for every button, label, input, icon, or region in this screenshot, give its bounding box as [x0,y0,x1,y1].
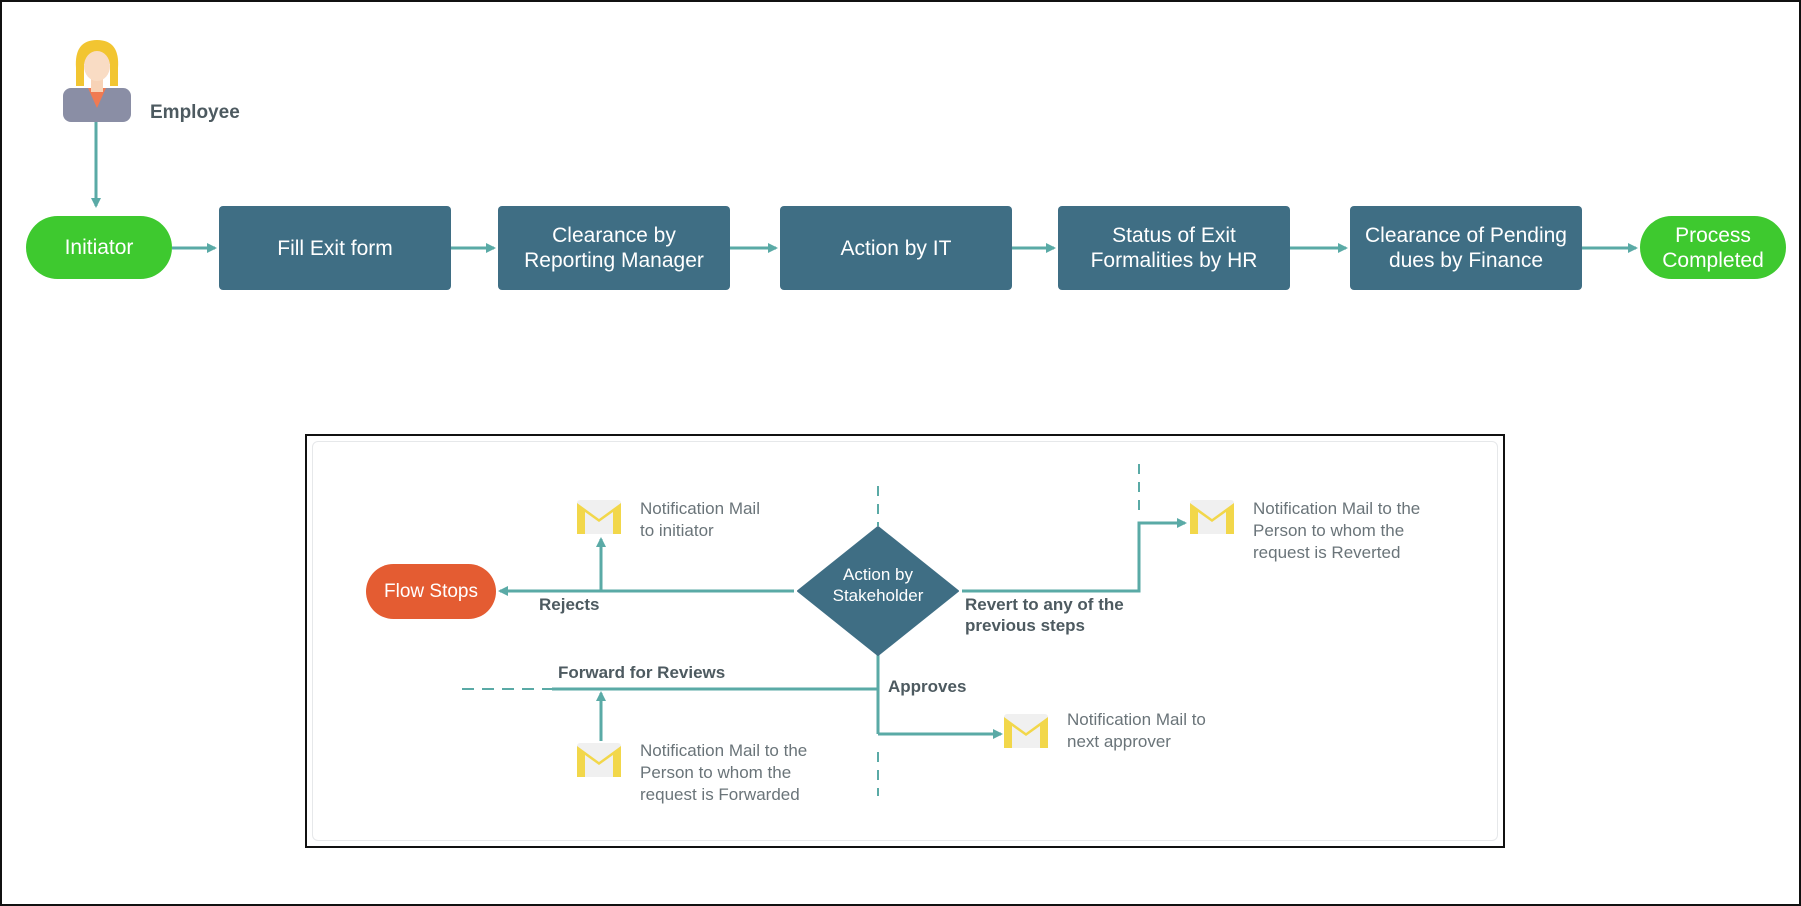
decision-connectors [462,464,1187,796]
note-next-approver: Notification Mail to next approver [1067,710,1206,751]
step-hr-formalities: Status of Exit Formalities by HR [1058,206,1290,290]
initiator-node: Initiator [26,216,172,279]
note-reverted: Notification Mail to the Person to whom … [1253,499,1421,562]
rejects-label: Rejects [539,595,600,614]
decision-diamond [797,526,959,656]
note-initiator: Notification Mail to initiator [640,499,760,540]
step-reporting-manager: Clearance by Reporting Manager [498,206,730,290]
process-completed-node: Process Completed [1640,216,1786,279]
main-flow-connectors [91,122,1638,253]
stakeholder-action-panel: Action by Stakeholder Flow Stops Rejects… [305,434,1505,848]
mail-icon [577,743,621,777]
mail-icon [1004,714,1048,748]
approves-label: Approves [888,677,967,696]
flow-stops-node: Flow Stops [366,564,496,619]
forward-label: Forward for Reviews [558,663,726,682]
revert-connector [962,518,1187,593]
mail-icon [1190,500,1234,534]
mail-icon [577,500,621,534]
panel-inner-border [312,441,1498,841]
step-finance-clearance: Clearance of Pending dues by Finance [1350,206,1582,290]
revert-label: Revert to any of the previous steps [965,595,1124,635]
step-fill-exit-form: Fill Exit form [219,206,451,290]
step-action-by-it: Action by IT [780,206,1012,290]
employee-label: Employee [150,102,240,123]
decision-label: Action by Stakeholder [832,565,924,605]
employee-avatar-icon [63,40,131,122]
note-forwarded: Notification Mail to the Person to whom … [640,741,808,804]
